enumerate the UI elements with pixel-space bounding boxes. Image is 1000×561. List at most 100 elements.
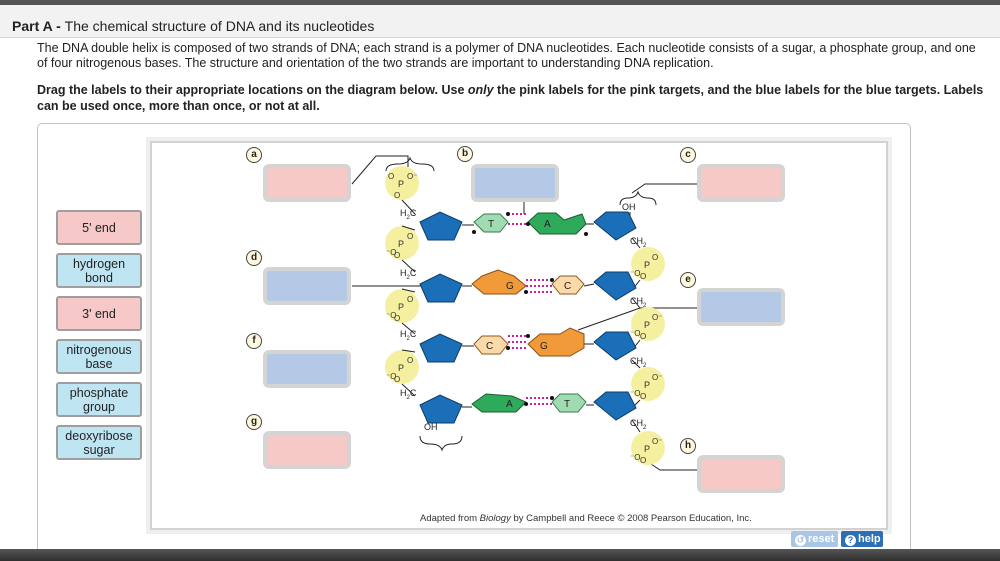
drop-target-e[interactable] xyxy=(697,288,785,326)
svg-text:O: O xyxy=(394,314,400,323)
base-C-row3-letter: C xyxy=(486,341,493,352)
svg-text:O⁻: O⁻ xyxy=(652,437,662,446)
instructions-part1: Drag the labels to their appropriate loc… xyxy=(37,83,468,97)
svg-text:⁻O: ⁻O xyxy=(386,372,396,381)
svg-text:O: O xyxy=(394,191,400,200)
base-T-row4-letter: T xyxy=(564,399,570,410)
instructions-emphasis: only xyxy=(467,83,494,97)
help-icon: ? xyxy=(845,535,856,546)
svg-text:⁻O: ⁻O xyxy=(386,248,396,257)
base-G-row3-letter: G xyxy=(540,341,548,352)
svg-text:P: P xyxy=(398,239,404,249)
chem-labels: H2C H2C H2C H2C CH2 CH2 CH2 CH2 OH OH xyxy=(400,202,647,432)
svg-text:O: O xyxy=(640,272,646,281)
part-header: Part A - The chemical structure of DNA a… xyxy=(0,5,1000,38)
label-hydrogen-bond[interactable]: hydrogen bond xyxy=(56,253,142,288)
h2c-label-2: H2C xyxy=(400,268,417,281)
ch2-label-4: CH2 xyxy=(630,418,647,431)
drop-target-a[interactable] xyxy=(263,164,351,202)
svg-text:O: O xyxy=(394,251,400,260)
help-button[interactable]: ?help xyxy=(841,531,883,547)
part-title-text: The chemical structure of DNA and its nu… xyxy=(64,18,375,34)
svg-text:O: O xyxy=(640,332,646,341)
svg-text:P: P xyxy=(644,320,650,330)
intro-text: The DNA double helix is composed of two … xyxy=(37,41,976,70)
svg-text:P: P xyxy=(644,380,650,390)
label-hydrogen-bond-text: hydrogen bond xyxy=(72,256,126,285)
drop-target-g[interactable] xyxy=(263,431,351,469)
reset-button-label: reset xyxy=(808,533,835,545)
label-phosphate-group[interactable]: phosphate group xyxy=(56,382,142,417)
hydrogen-bonds xyxy=(508,213,552,405)
svg-text:P: P xyxy=(644,444,650,454)
svg-text:⁻O: ⁻O xyxy=(386,311,396,320)
drop-target-f[interactable] xyxy=(263,350,351,388)
h2c-label-3: H2C xyxy=(400,329,417,342)
svg-text:O: O xyxy=(652,253,658,262)
reset-button[interactable]: ↺reset xyxy=(791,531,838,547)
drop-target-c[interactable] xyxy=(697,164,785,202)
ch2-label-3: CH2 xyxy=(630,356,647,369)
svg-text:P: P xyxy=(398,179,404,189)
svg-text:⁻O: ⁻O xyxy=(630,453,640,462)
phosphate-right-4: P ⁻O O⁻ O xyxy=(630,431,665,465)
target-marker-f: f xyxy=(246,333,262,349)
base-G-row2 xyxy=(471,269,527,295)
svg-text:O: O xyxy=(388,172,394,181)
leader-lines xyxy=(351,155,700,471)
left-backbone xyxy=(401,199,416,397)
svg-text:O: O xyxy=(640,456,646,465)
svg-text:P: P xyxy=(644,260,650,270)
h2c-label-1: H2C xyxy=(400,208,417,221)
svg-text:O: O xyxy=(394,375,400,384)
target-marker-d: d xyxy=(246,250,262,266)
base-G-row3 xyxy=(527,327,585,357)
label-3-end[interactable]: 3' end xyxy=(56,296,142,331)
ch2-label-2: CH2 xyxy=(630,296,647,309)
credit-prefix: Adapted from xyxy=(420,513,480,524)
svg-text:P: P xyxy=(398,302,404,312)
drop-target-d[interactable] xyxy=(263,267,351,305)
sugar-right-2 xyxy=(593,271,637,301)
base-C-row2 xyxy=(551,275,585,295)
label-5-end[interactable]: 5' end xyxy=(56,210,142,245)
instructions-part2: the pink labels for the pink targets, an… xyxy=(37,83,984,113)
instructions: Drag the labels to their appropriate loc… xyxy=(37,82,987,114)
label-phosphate-group-text: phosphate group xyxy=(69,385,129,414)
svg-text:O: O xyxy=(640,392,646,401)
base-A-row1-letter: A xyxy=(544,219,551,230)
label-nitrogenous-base[interactable]: nitrogenous base xyxy=(56,339,142,374)
base-A-row4 xyxy=(471,393,527,413)
phosphate-right-1: P⁻OOO xyxy=(630,247,665,281)
drop-target-h[interactable] xyxy=(697,455,785,493)
target-marker-a: a xyxy=(246,147,262,163)
target-marker-c: c xyxy=(680,147,696,163)
oh-label-bottom: OH xyxy=(424,422,438,432)
label-nitrogenous-base-text: nitrogenous base xyxy=(66,342,132,371)
base-C-row3 xyxy=(473,335,509,355)
base-A-row1 xyxy=(527,212,587,235)
bottom-bar xyxy=(0,549,1000,561)
svg-text:⁻O: ⁻O xyxy=(630,269,640,278)
base-T-row1-letter: T xyxy=(488,219,494,230)
phosphate-left-4: P⁻OOO xyxy=(385,350,419,384)
credit-book: Biology xyxy=(479,513,511,524)
credit-suffix: by Campbell and Reece © 2008 Pearson Edu… xyxy=(510,513,752,524)
sugar-left-1 xyxy=(419,211,463,241)
label-3-end-text: 3' end xyxy=(82,306,116,321)
base-T-row4 xyxy=(551,393,587,413)
reset-icon: ↺ xyxy=(795,535,806,546)
base-G-row2-letter: G xyxy=(506,281,514,292)
glycosidic-bonds xyxy=(462,223,595,408)
drop-target-b[interactable] xyxy=(471,164,559,202)
sugar-right-1 xyxy=(593,211,637,241)
top-bar xyxy=(0,0,1000,5)
target-marker-b: b xyxy=(457,146,473,162)
label-deoxyribose-sugar[interactable]: deoxyribose sugar xyxy=(56,425,142,460)
svg-text:⁻O: ⁻O xyxy=(630,329,640,338)
target-marker-h: h xyxy=(680,438,696,454)
base-C-row2-letter: C xyxy=(564,281,571,292)
base-A-row4-letter: A xyxy=(506,399,513,410)
